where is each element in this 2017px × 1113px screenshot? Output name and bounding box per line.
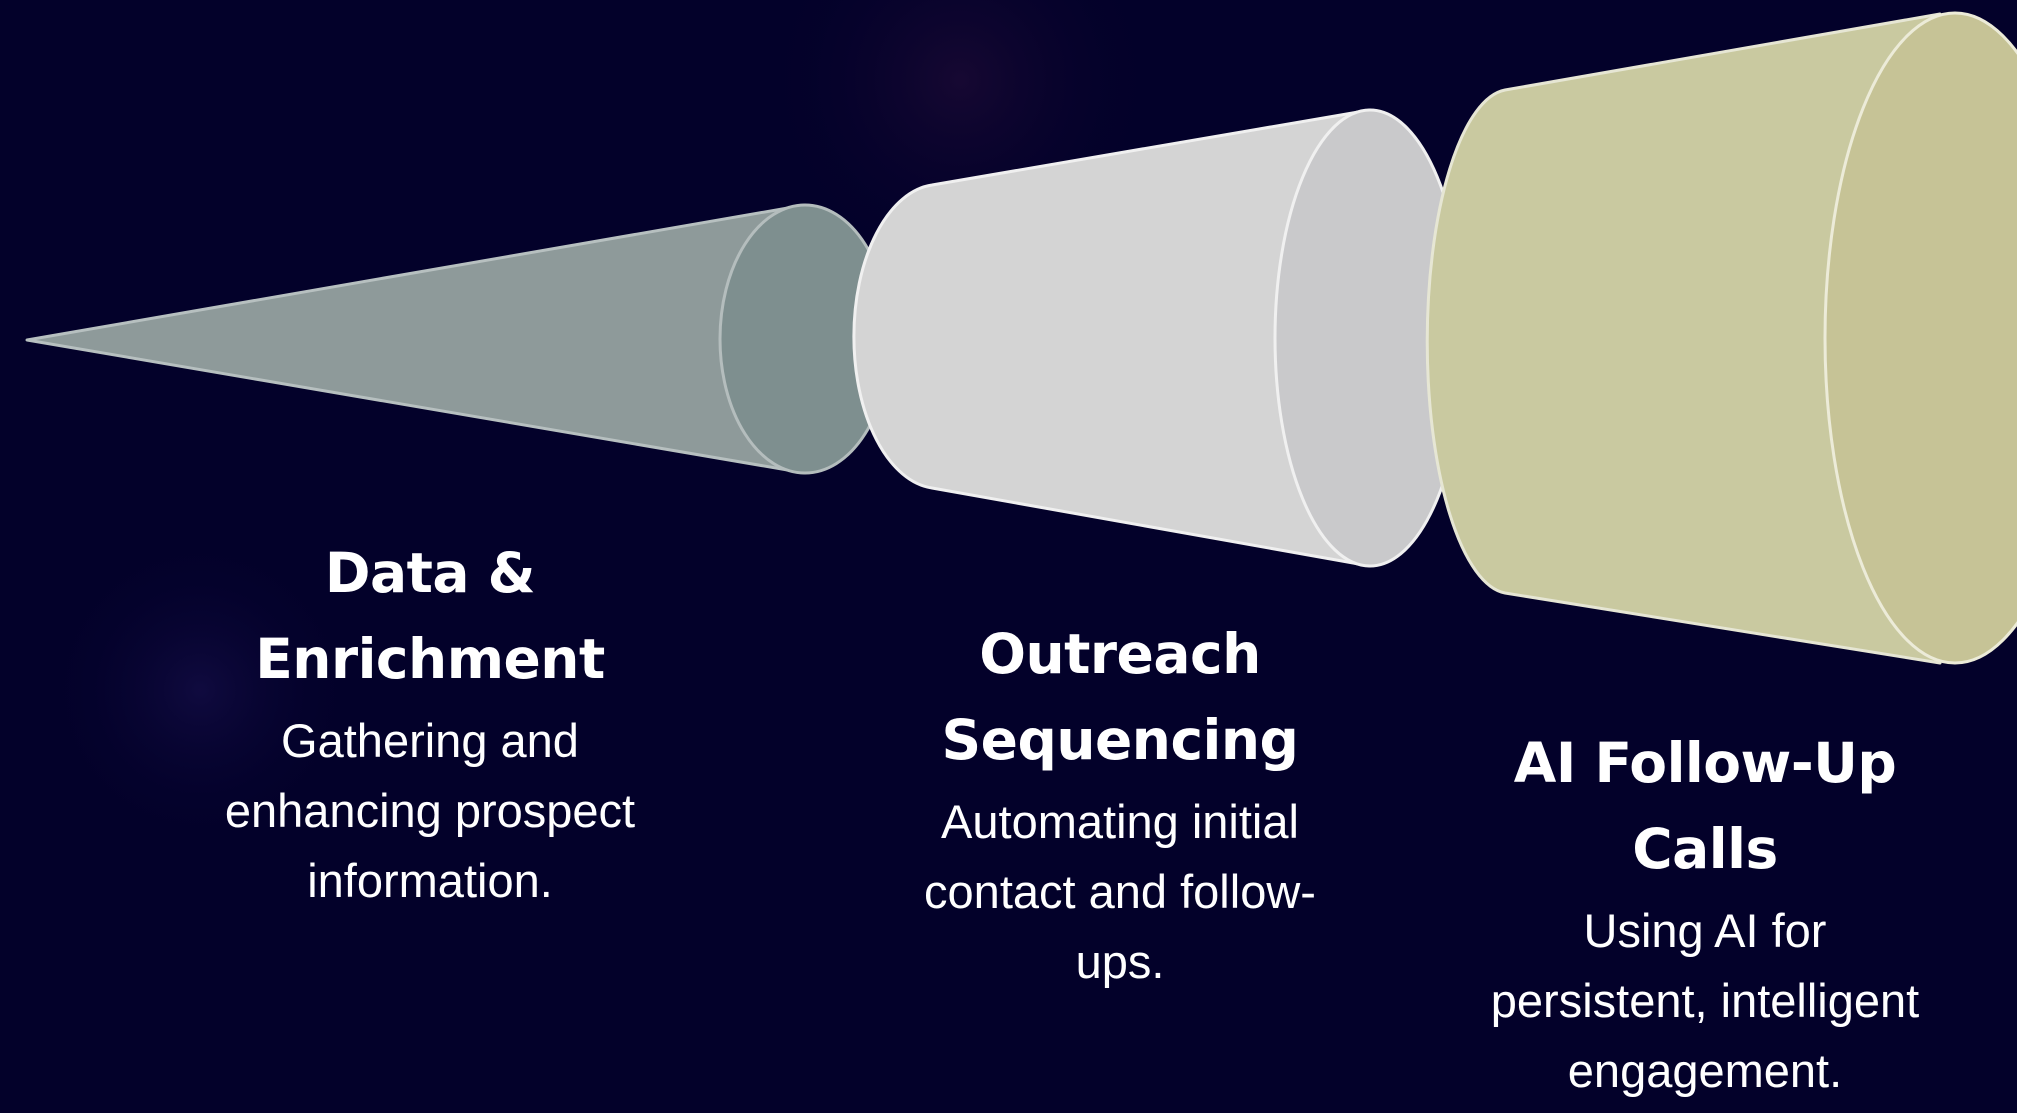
stage-2-frustum-body xyxy=(852,108,1372,568)
stage-1-title-line: Data & xyxy=(324,541,536,605)
stage-2-desc-line: Automating initial xyxy=(941,795,1299,848)
stage-1-desc-line: information. xyxy=(307,854,553,907)
stage-1-title: Data & Enrichment xyxy=(170,530,690,702)
stage-2-desc-line: contact and follow- xyxy=(924,865,1316,918)
stage-1-cone-body xyxy=(25,203,807,475)
stage-2-desc-line: ups. xyxy=(1075,935,1165,988)
stage-2-title-line: Sequencing xyxy=(941,708,1299,772)
stage-3-desc-line: persistent, intelligent xyxy=(1490,974,1920,1027)
stage-2-label: Outreach Sequencing Automating initial c… xyxy=(870,611,1370,997)
stage-3-desc-line: Using AI for xyxy=(1583,904,1827,957)
stage-1-cone xyxy=(25,203,892,475)
stage-3-description: Using AI for persistent, intelligent eng… xyxy=(1440,896,1970,1106)
stage-3-frustum xyxy=(1425,11,2017,665)
stage-2-title: Outreach Sequencing xyxy=(870,611,1370,783)
stage-3-title: AI Follow-Up Calls xyxy=(1440,720,1970,892)
stage-1-title-line: Enrichment xyxy=(255,627,605,691)
background-glow xyxy=(40,530,360,850)
stage-1-label: Data & Enrichment Gathering and enhancin… xyxy=(170,530,690,916)
stage-2-description: Automating initial contact and follow- u… xyxy=(870,787,1370,997)
stage-3-title-line: Calls xyxy=(1632,817,1778,881)
stage-2-frustum xyxy=(852,108,1467,568)
stage-3-frustum-body xyxy=(1425,12,1942,665)
stage-1-desc-line: Gathering and xyxy=(281,714,579,767)
stage-2-title-line: Outreach xyxy=(979,622,1261,686)
stage-3-frustum-cap xyxy=(1823,11,2017,665)
stage-1-description: Gathering and enhancing prospect informa… xyxy=(170,706,690,916)
stage-1-desc-line: enhancing prospect xyxy=(224,784,636,837)
stage-3-label: AI Follow-Up Calls Using AI for persiste… xyxy=(1440,720,1970,1106)
stage-3-title-line: AI Follow-Up xyxy=(1513,731,1897,795)
stage-3-desc-line: engagement. xyxy=(1567,1044,1843,1097)
